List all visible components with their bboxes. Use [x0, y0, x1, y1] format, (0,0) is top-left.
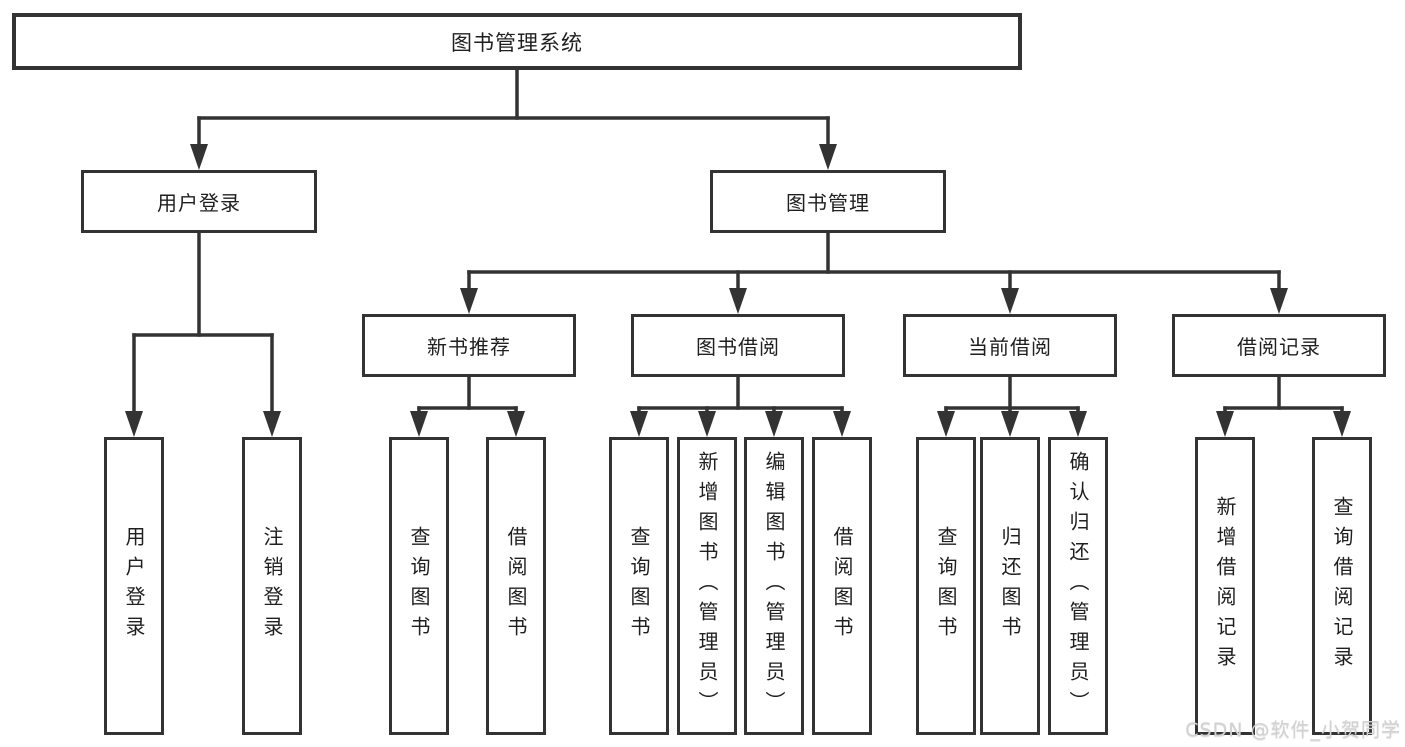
node-borrowing-records: 借阅记录 — [1172, 314, 1386, 377]
leaf-user-login: 用户登录 — [104, 437, 164, 735]
leaf-label: 新增借阅记录 — [1213, 496, 1237, 676]
leaf-label: 新增图书（管理员） — [695, 451, 719, 721]
node-new-book-recommendation: 新书推荐 — [362, 314, 576, 377]
node-book-management: 图书管理 — [710, 170, 946, 233]
leaf-label: 查询图书 — [627, 526, 651, 646]
leaf-query-borrow-record: 查询借阅记录 — [1312, 437, 1372, 735]
leaf-label: 查询图书 — [407, 526, 431, 646]
leaf-query-books-current: 查询图书 — [916, 437, 976, 735]
node-book-borrowing: 图书借阅 — [631, 314, 845, 377]
leaf-add-books-admin: 新增图书（管理员） — [677, 437, 737, 735]
leaf-return-books: 归还图书 — [980, 437, 1040, 735]
leaf-label: 归还图书 — [998, 526, 1022, 646]
leaf-query-books-recommend: 查询图书 — [389, 437, 449, 735]
node-library-management-system: 图书管理系统 — [12, 13, 1022, 70]
node-current-borrowing: 当前借阅 — [903, 314, 1117, 377]
leaf-label: 注销登录 — [260, 526, 284, 646]
leaf-label: 确认归还（管理员） — [1066, 451, 1090, 721]
leaf-label: 借阅图书 — [830, 526, 854, 646]
leaf-label: 编辑图书（管理员） — [762, 451, 786, 721]
leaf-label: 查询图书 — [934, 526, 958, 646]
leaf-confirm-return-admin: 确认归还（管理员） — [1048, 437, 1108, 735]
leaf-borrow-books-recommend: 借阅图书 — [486, 437, 546, 735]
leaf-query-books-borrowing: 查询图书 — [609, 437, 669, 735]
leaf-label: 查询借阅记录 — [1330, 496, 1354, 676]
node-user-login: 用户登录 — [81, 170, 317, 233]
leaf-borrow-books: 借阅图书 — [812, 437, 872, 735]
csdn-watermark: CSDN @软件_小贺同学 — [1185, 719, 1401, 741]
leaf-edit-books-admin: 编辑图书（管理员） — [744, 437, 804, 735]
leaf-label: 借阅图书 — [504, 526, 528, 646]
leaf-logout: 注销登录 — [242, 437, 302, 735]
leaf-label: 用户登录 — [122, 526, 146, 646]
leaf-add-borrow-record: 新增借阅记录 — [1195, 437, 1255, 735]
